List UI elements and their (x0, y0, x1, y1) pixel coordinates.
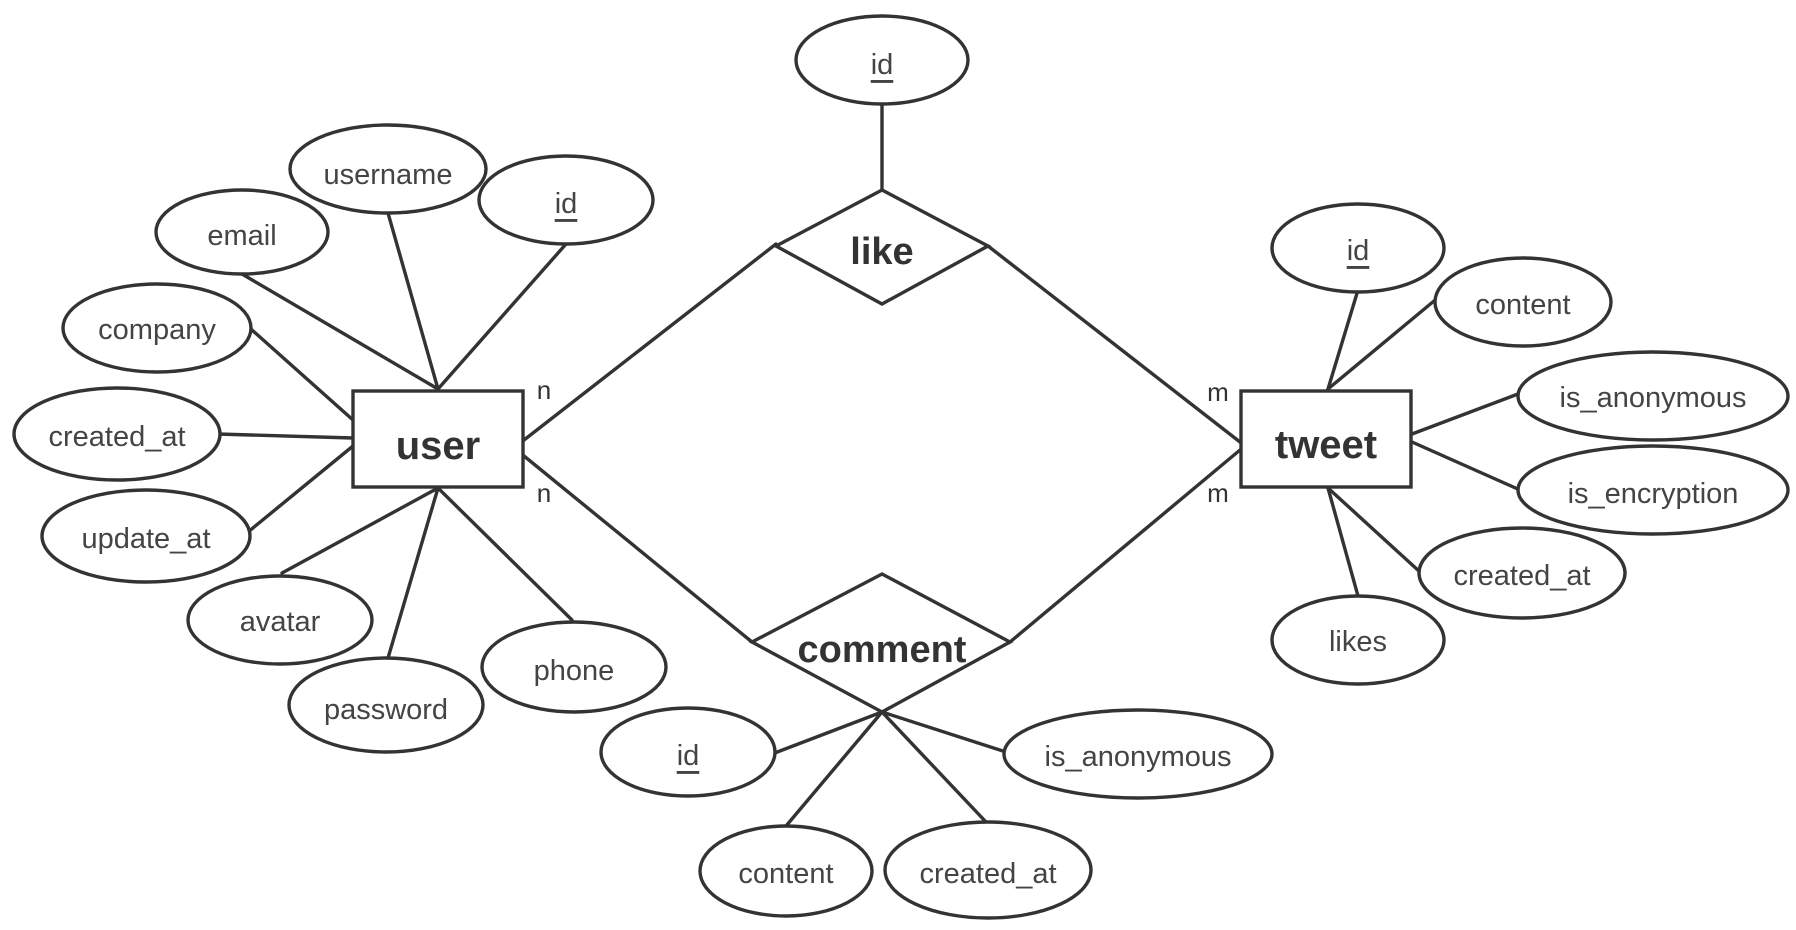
tweet-entity-group: tweet id content is_anonymous is_encrypt… (1239, 202, 1790, 686)
like-relationship-diamond (772, 188, 992, 306)
comment-attr-id (599, 706, 777, 798)
user-entity-group: user id username email company created_a… (12, 123, 668, 754)
comment-relationship-group: comment id content created_at is_anonymo… (599, 572, 1274, 920)
tweet-attr-content-label: content (1475, 289, 1570, 321)
like-relationship-group: id like (772, 14, 992, 306)
comment-attr-is-anonymous (1002, 708, 1274, 800)
line-user-email (240, 272, 440, 391)
cardinality-tweet-comment: m (1207, 478, 1229, 508)
tweet-attr-created-at (1417, 526, 1627, 620)
comment-attr-content-label: content (738, 858, 833, 890)
comment-attr-created-at-label: created_at (919, 858, 1056, 890)
user-attr-phone-label: phone (534, 655, 615, 687)
user-attr-avatar-label: avatar (240, 606, 321, 638)
user-attr-update-at-label: update_at (81, 523, 210, 555)
line-user-password (386, 486, 440, 660)
line-comment-content (784, 710, 884, 828)
user-attr-id (477, 154, 655, 246)
comment-attr-id-label: id (677, 740, 700, 772)
tweet-attr-created-at-label: created_at (1453, 560, 1590, 592)
line-user-like (522, 242, 778, 442)
tweet-attr-is-encryption (1516, 444, 1790, 536)
line-comment-id (770, 710, 884, 756)
like-attr-id-label: id (871, 49, 894, 81)
user-attr-password (287, 656, 485, 754)
comment-attr-created-at (883, 820, 1093, 920)
like-relationship-label: like (850, 231, 913, 273)
user-attr-company-label: company (98, 314, 216, 346)
user-entity-label: user (396, 424, 481, 468)
cardinality-labels: n n m m (537, 375, 1229, 508)
line-user-company (250, 328, 355, 422)
user-attr-update-at (40, 488, 252, 584)
user-attr-password-label: password (324, 694, 448, 726)
tweet-attr-is-encryption-label: is_encryption (1568, 478, 1739, 510)
user-attr-created-at (12, 386, 222, 482)
tweet-attr-likes (1270, 594, 1446, 686)
user-attr-email (154, 188, 330, 276)
line-tweet-likes (1326, 486, 1360, 598)
line-comment-created-at (880, 710, 988, 824)
user-attr-phone (480, 620, 668, 714)
tweet-attr-likes-label: likes (1329, 626, 1387, 658)
tweet-attr-is-anonymous-label: is_anonymous (1560, 382, 1747, 414)
line-user-update-at (246, 444, 355, 534)
cardinality-tweet-like: m (1207, 377, 1229, 407)
tweet-attr-id-label: id (1347, 235, 1370, 267)
comment-attr-is-anonymous-label: is_anonymous (1045, 741, 1232, 773)
user-entity-box (351, 389, 525, 489)
line-tweet-created-at (1326, 486, 1422, 574)
line-user-phone (436, 486, 574, 622)
comment-relationship-diamond (748, 572, 1014, 714)
tweet-attr-content (1433, 256, 1613, 348)
tweet-entity-label: tweet (1275, 423, 1377, 467)
user-attr-created-at-label: created_at (48, 421, 185, 453)
line-tweet-is-anonymous (1410, 392, 1520, 436)
user-attr-username-label: username (324, 159, 453, 191)
line-user-avatar (280, 486, 440, 575)
user-attr-company (61, 282, 253, 374)
comment-attr-content (698, 824, 874, 918)
user-attr-avatar (186, 574, 374, 666)
line-tweet-id (1326, 288, 1360, 391)
user-attr-username (288, 123, 488, 215)
user-attr-id-label: id (555, 188, 578, 220)
connector-lines (215, 102, 1522, 828)
line-user-id (436, 242, 568, 391)
line-user-username (386, 211, 440, 391)
cardinality-user-comment: n (537, 478, 551, 508)
user-attr-email-label: email (207, 220, 276, 252)
line-tweet-is-encryption (1410, 440, 1522, 492)
tweet-attr-id (1270, 202, 1446, 294)
tweet-attr-is-anonymous (1516, 350, 1790, 442)
tweet-entity-box (1239, 389, 1413, 489)
line-user-created-at (215, 432, 355, 440)
cardinality-user-like: n (537, 375, 551, 405)
line-comment-is-anonymous (880, 710, 1008, 754)
like-attr-id (794, 14, 970, 106)
line-user-comment (522, 454, 754, 644)
line-like-tweet (986, 244, 1242, 444)
line-comment-tweet (1008, 448, 1242, 644)
comment-relationship-label: comment (798, 629, 967, 671)
line-tweet-content (1326, 294, 1442, 391)
